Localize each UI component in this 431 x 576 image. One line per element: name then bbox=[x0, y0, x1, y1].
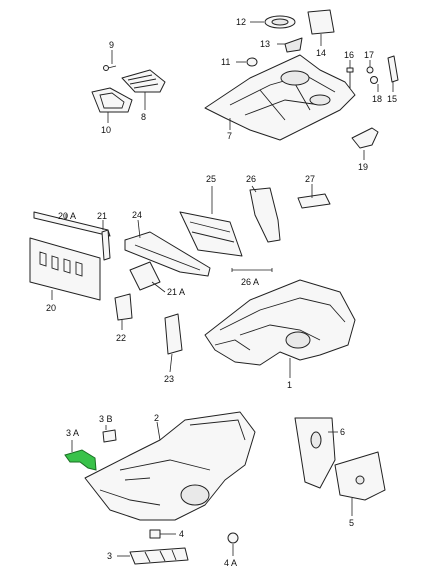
part-11-plug bbox=[246, 57, 258, 67]
part-8-lid bbox=[121, 69, 166, 93]
label-20: 20 bbox=[46, 303, 57, 313]
label-10: 10 bbox=[101, 125, 112, 135]
part-21a-brace bbox=[129, 261, 161, 291]
part-15-strip bbox=[387, 55, 399, 83]
label-11: 11 bbox=[221, 57, 231, 67]
label-4a: 4 A bbox=[224, 558, 238, 568]
part-21-bracket bbox=[101, 229, 111, 261]
leader-lines bbox=[51, 21, 394, 557]
label-19: 19 bbox=[358, 162, 369, 172]
part-5-panel bbox=[334, 451, 386, 501]
label-26: 26 bbox=[246, 174, 257, 184]
label-13: 13 bbox=[260, 39, 271, 49]
label-3: 3 bbox=[107, 551, 113, 561]
label-21: 21 bbox=[97, 211, 108, 221]
part-20-front-panel bbox=[29, 237, 101, 301]
label-4: 4 bbox=[179, 529, 185, 539]
part-20a-strip bbox=[33, 211, 111, 237]
label-7: 7 bbox=[227, 131, 233, 141]
label-14: 14 bbox=[316, 48, 327, 58]
part-23-bracket bbox=[164, 313, 183, 355]
label-18: 18 bbox=[372, 94, 383, 104]
part-7-floor-pan bbox=[204, 54, 356, 141]
part-9-screw bbox=[103, 65, 117, 71]
bracket-26a bbox=[231, 268, 273, 272]
label-22: 22 bbox=[116, 333, 127, 343]
part-12-grommet bbox=[264, 15, 296, 29]
part-17-nut bbox=[366, 66, 374, 74]
label-26a: 26 A bbox=[241, 277, 260, 287]
part-18-washer bbox=[370, 76, 378, 84]
part-19-bracket bbox=[351, 127, 379, 149]
label-8: 8 bbox=[141, 112, 147, 122]
label-17: 17 bbox=[364, 50, 375, 60]
part-4-bolt bbox=[149, 529, 161, 539]
label-25: 25 bbox=[206, 174, 217, 184]
part-3b-clip bbox=[102, 429, 117, 443]
part-3-brace bbox=[129, 547, 189, 565]
part-26-bracket bbox=[249, 187, 281, 243]
label-23: 23 bbox=[164, 374, 175, 384]
label-27: 27 bbox=[305, 174, 316, 184]
label-1: 1 bbox=[287, 380, 293, 390]
label-3b: 3 B bbox=[99, 414, 113, 424]
part-3a-highlighted bbox=[64, 449, 97, 471]
label-20a: 20 A bbox=[58, 211, 77, 221]
part-6-panel bbox=[294, 417, 336, 489]
label-9: 9 bbox=[109, 40, 115, 50]
part-10-seal bbox=[91, 87, 133, 113]
part-2-front-shell bbox=[84, 411, 256, 521]
part-27-bracket bbox=[297, 193, 331, 209]
label-21a: 21 A bbox=[167, 287, 186, 297]
label-12: 12 bbox=[236, 17, 247, 27]
part-13-bracket bbox=[284, 37, 303, 53]
label-5: 5 bbox=[349, 518, 355, 528]
part-1-body bbox=[204, 279, 356, 366]
part-24-crossmember bbox=[124, 231, 211, 277]
label-24: 24 bbox=[132, 210, 143, 220]
part-4a-plug bbox=[227, 532, 239, 544]
part-25-wall bbox=[179, 211, 243, 257]
part-14-plate bbox=[307, 9, 335, 35]
label-6: 6 bbox=[340, 427, 346, 437]
label-2: 2 bbox=[154, 413, 160, 423]
label-16: 16 bbox=[344, 50, 355, 60]
part-22-bracket bbox=[114, 293, 133, 321]
label-3a: 3 A bbox=[66, 428, 80, 438]
label-15: 15 bbox=[387, 94, 398, 104]
